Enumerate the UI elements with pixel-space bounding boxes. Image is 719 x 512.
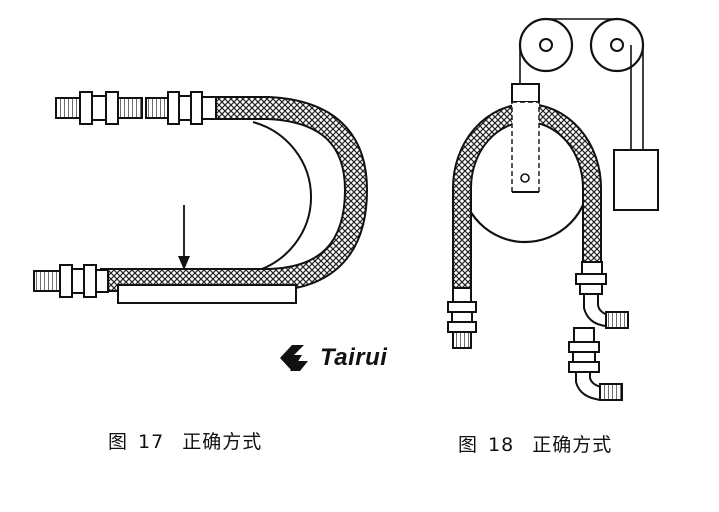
figure-18-number: 18 <box>488 434 515 456</box>
pulley-left <box>518 17 574 73</box>
figure-17-label: 图 <box>108 431 129 453</box>
figure-18-caption-text: 正确方式 <box>532 434 613 456</box>
fitting-bottom-hose-end <box>33 264 109 298</box>
brand-name: Tairui <box>320 344 388 371</box>
fitting-left-hose-end <box>447 287 477 349</box>
figure-17-caption-text: 正确方式 <box>182 431 263 453</box>
pulley-right <box>589 17 645 73</box>
arrow-indicator <box>178 205 190 270</box>
figure-18-caption: 图 18 正确方式 <box>458 430 612 457</box>
tairui-logo-icon <box>280 345 308 371</box>
braided-hose-u <box>100 96 369 292</box>
support-plate <box>117 284 297 304</box>
figure-18-label: 图 <box>458 434 479 456</box>
fitting-right-lower <box>568 327 623 402</box>
cable <box>519 18 644 150</box>
hanger-bracket <box>511 83 540 193</box>
counterweight <box>613 149 659 211</box>
figure-17-drawing <box>33 91 369 304</box>
figure-18-drawing <box>447 17 659 402</box>
brand-logo: Tairui <box>278 341 387 375</box>
fitting-right-upper <box>575 261 629 329</box>
fitting-top-hose-end <box>145 91 217 125</box>
figure-17-number: 17 <box>138 431 165 453</box>
figure-17-caption: 图 17 正确方式 <box>108 427 262 454</box>
fitting-top-left <box>55 91 143 125</box>
